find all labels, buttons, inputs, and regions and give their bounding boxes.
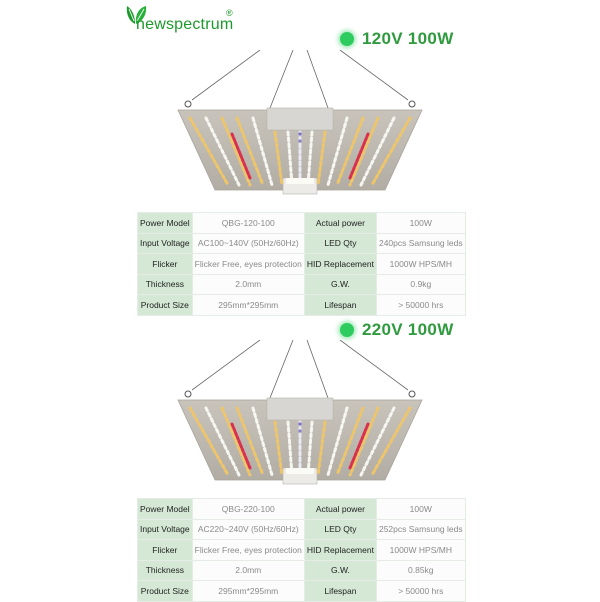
spec-value: 100W [375, 498, 466, 520]
spec-value: 2.0mm [191, 559, 305, 581]
spec-value: AC100~140V (50Hz/60Hz) [191, 232, 305, 254]
spec-label: Thickness [137, 273, 193, 295]
spec-value: AC220~240V (50Hz/60Hz) [191, 518, 305, 540]
spec-label: Product Size [137, 580, 193, 602]
spec-label: Power Model [137, 212, 193, 234]
registered-mark: ® [226, 8, 233, 18]
spec-label: LED Qty [303, 518, 377, 540]
spec-label: Power Model [137, 498, 193, 520]
spec-value: Flicker Free, eyes protection [191, 253, 305, 275]
green-dot-icon [340, 32, 354, 46]
spec-value: 2.0mm [191, 273, 305, 295]
spec-value: 295mm*295mm [191, 580, 305, 602]
table-row: Flicker Flicker Free, eyes protection HI… [137, 539, 466, 561]
spec-label: Input Voltage [137, 232, 193, 254]
product-title-120v: 120V 100W [340, 29, 454, 49]
table-row: Product Size 295mm*295mm Lifespan > 5000… [137, 294, 466, 316]
table-row: Thickness 2.0mm G.W. 0.85kg [137, 559, 466, 581]
table-row: Power Model QBG-120-100 Actual power 100… [137, 212, 466, 234]
green-dot-icon [340, 323, 354, 337]
spec-label: Lifespan [303, 294, 377, 316]
product-title-220v: 220V 100W [340, 320, 454, 340]
spec-label: Thickness [137, 559, 193, 581]
table-row: Product Size 295mm*295mm Lifespan > 5000… [137, 580, 466, 602]
spec-label: HID Replacement [303, 253, 377, 275]
spec-label: Actual power [303, 498, 377, 520]
table-row: Input Voltage AC220~240V (50Hz/60Hz) LED… [137, 518, 466, 540]
product-title-text: 120V 100W [362, 29, 454, 48]
leaf-icon [126, 6, 147, 24]
spec-label: Actual power [303, 212, 377, 234]
spec-value: QBG-120-100 [191, 212, 305, 234]
spec-value: 1000W HPS/MH [375, 539, 466, 561]
table-row: Thickness 2.0mm G.W. 0.9kg [137, 273, 466, 295]
spec-label: Product Size [137, 294, 193, 316]
spec-label: LED Qty [303, 232, 377, 254]
spec-value: QBG-220-100 [191, 498, 305, 520]
table-row: Flicker Flicker Free, eyes protection HI… [137, 253, 466, 275]
spec-value: 1000W HPS/MH [375, 253, 466, 275]
spec-table-120v: Power Model QBG-120-100 Actual power 100… [137, 212, 466, 316]
spec-value: 0.9kg [375, 273, 466, 295]
spec-label: HID Replacement [303, 539, 377, 561]
brand-name: newspectrum [136, 16, 234, 33]
spec-label: Flicker [137, 539, 193, 561]
spec-value: 240pcs Samsung leds [375, 232, 466, 254]
spec-value: 100W [375, 212, 466, 234]
spec-value: 295mm*295mm [191, 294, 305, 316]
spec-label: Input Voltage [137, 518, 193, 540]
spec-value: 252pcs Samsung leds [375, 518, 466, 540]
spec-value: > 50000 hrs [375, 294, 466, 316]
spec-label: G.W. [303, 273, 377, 295]
table-row: Input Voltage AC100~140V (50Hz/60Hz) LED… [137, 232, 466, 254]
spec-value: 0.85kg [375, 559, 466, 581]
spec-table-220v: Power Model QBG-220-100 Actual power 100… [137, 498, 466, 602]
table-row: Power Model QBG-220-100 Actual power 100… [137, 498, 466, 520]
spec-label: G.W. [303, 559, 377, 581]
spec-label: Lifespan [303, 580, 377, 602]
product-title-text: 220V 100W [362, 320, 454, 339]
grow-light-image [177, 340, 423, 485]
spec-label: Flicker [137, 253, 193, 275]
grow-light-image [177, 50, 423, 195]
spec-value: > 50000 hrs [375, 580, 466, 602]
spec-value: Flicker Free, eyes protection [191, 539, 305, 561]
